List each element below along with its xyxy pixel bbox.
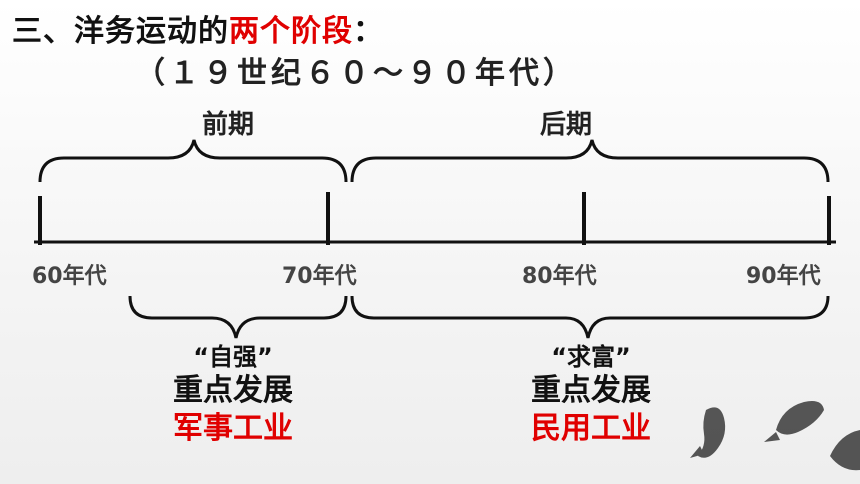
section-subtitle: （１９世纪６０～９０年代）: [135, 56, 577, 91]
phase-block-late: “求富” 重点发展 民用工业: [488, 342, 694, 448]
brace-self-strengthening: [128, 295, 348, 339]
title-prefix: 三、洋务运动的: [12, 14, 229, 49]
phase-area: 军事工业: [173, 411, 293, 446]
tick-label-70s: 70年代: [282, 264, 357, 289]
section-title: 三、洋务运动的两个阶段：: [12, 6, 384, 50]
brace-seeking-wealth: [350, 295, 830, 339]
tick-label-60s: 60年代: [32, 264, 107, 289]
title-suffix: ：: [353, 14, 384, 49]
phase-focus: 重点发展: [531, 373, 651, 408]
title-highlight: 两个阶段: [229, 14, 353, 49]
phase-area: 民用工业: [531, 411, 651, 446]
koi-fish-ink-painting-icon: [690, 401, 860, 471]
phase-slogan: “求富”: [551, 343, 631, 371]
tick-label-80s: 80年代: [522, 264, 597, 289]
period-label-early: 前期: [202, 110, 255, 140]
brace-late: [350, 139, 830, 183]
brace-early: [38, 139, 348, 183]
phase-focus: 重点发展: [173, 373, 293, 408]
phase-block-early: “自强” 重点发展 军事工业: [130, 342, 336, 448]
period-label-late: 后期: [540, 110, 593, 140]
tick-label-90s: 90年代: [746, 264, 821, 289]
phase-slogan: “自强”: [193, 343, 273, 371]
